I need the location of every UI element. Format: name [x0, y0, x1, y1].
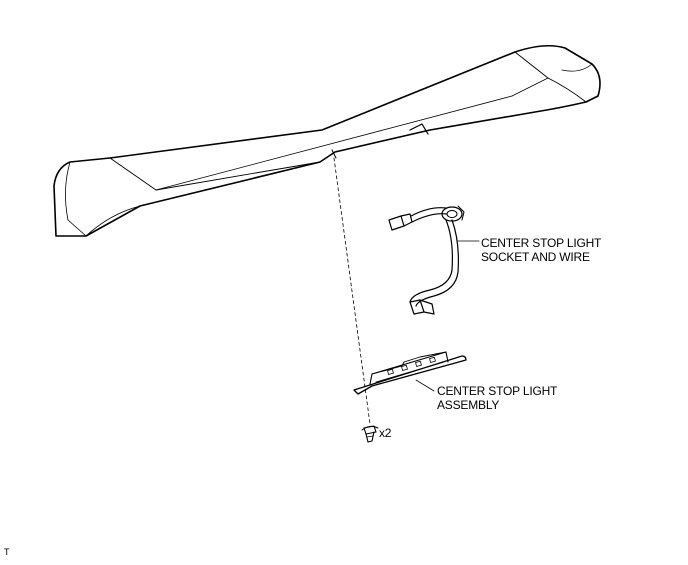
rear-spoiler: [53, 44, 601, 237]
label-assembly-line2: ASSEMBLY: [437, 398, 500, 412]
label-assembly-line1: CENTER STOP LIGHT: [437, 384, 558, 398]
label-socket-line1: CENTER STOP LIGHT: [481, 236, 602, 250]
center-stop-light-assembly: [353, 351, 467, 395]
label-socket-line2: SOCKET AND WIRE: [481, 250, 590, 264]
alignment-line: [333, 157, 371, 425]
label-center-stop-light-assembly: CENTER STOP LIGHT ASSEMBLY: [437, 384, 557, 412]
screw: [361, 425, 379, 443]
label-figure-code: T: [4, 547, 10, 557]
label-center-stop-light-socket-and-wire: CENTER STOP LIGHT SOCKET AND WIRE: [481, 236, 601, 264]
label-screw-quantity: x2: [379, 426, 392, 440]
center-stop-light-socket-and-wire: [388, 205, 480, 315]
